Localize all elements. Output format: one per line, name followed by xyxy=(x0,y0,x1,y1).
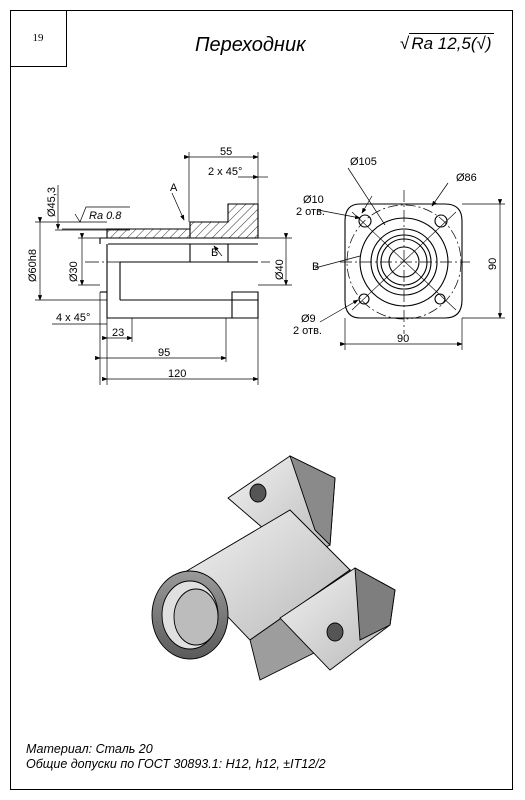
hole-d10-2 xyxy=(434,214,448,228)
front-view-dimensions xyxy=(314,167,505,350)
dim-chamfer-bottom: 4 x 45° xyxy=(56,312,90,324)
material-note: Материал: Сталь 20 xyxy=(26,742,153,756)
isometric-view xyxy=(151,455,396,681)
dim-w90: 90 xyxy=(397,333,409,345)
iso-hole-top xyxy=(249,483,267,503)
sheet-number: 19 xyxy=(10,10,67,67)
side-view-labels: 55 2 x 45° Ø45,3 Ø60h8 Ø30 Ø40 4 x 45° 2… xyxy=(27,146,286,380)
roughness-ra08: Ra 0.8 xyxy=(89,210,122,222)
side-section-view xyxy=(85,203,270,319)
roughness-sign-icon: √ xyxy=(400,34,410,53)
iso-hole-bottom xyxy=(326,622,344,642)
general-roughness: √Ra 12,5(√) xyxy=(400,33,494,54)
hole-d10-1 xyxy=(358,214,372,228)
dim-d30: Ø30 xyxy=(68,261,80,282)
drawing-frame xyxy=(10,10,513,790)
dim-holes10: 2 отв. xyxy=(296,206,325,218)
front-view-labels: Ø105 Ø86 Ø10 2 отв. В Ø9 2 отв. 90 90 xyxy=(293,156,499,345)
section-mark-v: В xyxy=(312,261,319,273)
dim-d9: Ø9 xyxy=(301,313,316,325)
dim-d86: Ø86 xyxy=(456,172,477,184)
dim-d40: Ø40 xyxy=(274,259,286,280)
tolerance-note: Общие допуски по ГОСТ 30893.1: H12, h12,… xyxy=(26,757,326,771)
dim-d105: Ø105 xyxy=(350,156,377,168)
dim-holes9: 2 отв. xyxy=(293,325,322,337)
front-flange-outline xyxy=(344,203,463,319)
dim-d60h8: Ø60h8 xyxy=(27,249,39,282)
hole-d9-2 xyxy=(434,293,446,305)
section-hatch-upper xyxy=(106,203,259,239)
drawing-title: Переходник xyxy=(195,34,306,56)
dim-95: 95 xyxy=(158,347,170,359)
notes-block: Материал: Сталь 20 Общие допуски по ГОСТ… xyxy=(26,742,326,772)
section-mark-a: А xyxy=(170,182,178,194)
dim-55: 55 xyxy=(220,146,232,158)
hole-d9-1 xyxy=(358,293,370,305)
dim-23: 23 xyxy=(112,327,124,339)
general-roughness-value: Ra 12,5(√) xyxy=(409,33,494,53)
dim-chamfer-top: 2 x 45° xyxy=(208,166,242,178)
dim-120: 120 xyxy=(168,368,186,380)
dim-d10: Ø10 xyxy=(303,194,324,206)
dim-d45-3: Ø45,3 xyxy=(46,187,58,217)
side-view-dimensions xyxy=(35,152,292,385)
dim-h90: 90 xyxy=(487,258,499,270)
section-mark-b: Б xyxy=(211,247,218,259)
front-view xyxy=(340,190,470,334)
